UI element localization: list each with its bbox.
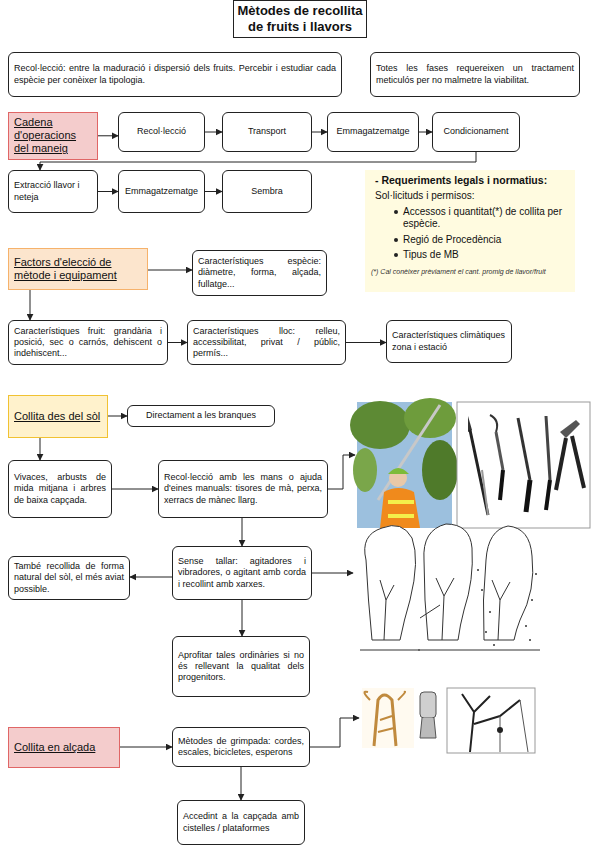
- connector-arrow: [30, 290, 31, 320]
- node-text: Collita des del sòl: [14, 410, 102, 423]
- requirements-panel: - Requeriments legals i normatius: Sol·li…: [365, 170, 575, 292]
- node-text: Recol·lecció amb les mans o ajuda d'eine…: [164, 472, 322, 506]
- node-text: Accedint a la capçada amb cistelles / pl…: [183, 811, 299, 834]
- process-box: Transport: [222, 112, 312, 152]
- node-text: Recol·lecció: entre la maduració i dispe…: [14, 63, 336, 86]
- node-text: Sol·licituds i permisos:: [375, 190, 569, 203]
- factor-box: Característiques climàtiques zona i esta…: [386, 320, 512, 363]
- process-box: Emmagatzematge: [118, 170, 205, 213]
- connector-arrow: [148, 270, 192, 271]
- node-text: Cadena d'operacions del maneig: [14, 116, 92, 156]
- connector-arrow: [40, 438, 41, 460]
- factor-box: Característiques espècie: diàmetre, form…: [192, 250, 327, 296]
- node-text: Factors d'elecció de mètode i equipament: [14, 256, 142, 282]
- connector-arrow: [312, 132, 327, 133]
- connector-arrow: [98, 191, 118, 192]
- node-text: Extracció llavor i neteja: [14, 180, 92, 203]
- section-heading: Collita en alçada: [8, 727, 120, 768]
- node-text: Collita en alçada: [14, 741, 114, 754]
- node-text: Sembra: [228, 186, 306, 197]
- method-box: Vivaces, arbusts de mida mitjana i arbre…: [8, 460, 112, 518]
- process-box: Sembra: [222, 170, 312, 213]
- node-text: Característiques fruit: grandària i posi…: [14, 326, 162, 360]
- connector-arrow: [108, 416, 127, 417]
- process-box: Recol·lecció: [118, 112, 205, 152]
- process-box: Emmagatzematge: [327, 112, 419, 152]
- method-box: Recol·lecció amb les mans o ajuda d'eine…: [158, 460, 328, 518]
- node-text: Característiques espècie: diàmetre, form…: [198, 256, 321, 290]
- diagram-title: Mètodes de recollita de fruits i llavors: [234, 3, 366, 34]
- node-text: Emmagatzematge: [333, 126, 413, 137]
- climbing-sketches: [362, 688, 535, 753]
- node-text: Directament a les branques: [133, 410, 269, 421]
- node-text: Transport: [228, 126, 306, 137]
- connector-arrow: [419, 132, 432, 133]
- node-text: Vivaces, arbusts de mida mitjana i arbre…: [14, 472, 106, 506]
- tree-sketches: [360, 524, 540, 650]
- note-box: Totes les fases requereixen un tractamen…: [370, 52, 580, 97]
- connector-arrow: [40, 152, 476, 170]
- node-text: Regió de Procedència: [403, 234, 569, 247]
- tools-photo: [457, 402, 590, 528]
- node-text: També recollida de forma natural del sòl…: [14, 561, 124, 595]
- node-text: Tipus de MB: [403, 249, 569, 262]
- node-text: - Requeriments legals i normatius:: [375, 174, 569, 187]
- node-text: Accessos i quantitat(*) de collita per e…: [403, 206, 569, 231]
- connector-arrow: [98, 135, 118, 136]
- factor-box: Característiques fruit: grandària i posi…: [8, 320, 168, 365]
- node-text: Condicionament: [438, 126, 514, 137]
- collector-photo: [350, 398, 458, 528]
- connector-arrow: [241, 767, 242, 800]
- method-box: També recollida de forma natural del sòl…: [8, 556, 130, 600]
- method-box: Sense tallar: agitadores i vibradores, o…: [172, 546, 312, 600]
- title-box: Mètodes de recollita de fruits i llavors: [233, 0, 367, 38]
- method-box: Directament a les branques: [127, 405, 275, 427]
- node-text: Característiques climàtiques zona i esta…: [392, 330, 506, 353]
- node-text: Totes les fases requereixen un tractamen…: [376, 63, 574, 86]
- connector-arrow: [168, 342, 187, 343]
- node-text: Mètodes de grimpada: cordes, escales, bi…: [178, 736, 304, 759]
- node-text: Característiques lloc: relleu, accessibi…: [193, 326, 340, 360]
- note-box: Recol·lecció: entre la maduració i dispe…: [8, 52, 342, 97]
- section-heading: Cadena d'operacions del maneig: [8, 112, 98, 160]
- section-heading: Factors d'elecció de mètode i equipament: [8, 248, 148, 290]
- connector-arrow: [205, 132, 222, 133]
- connector-arrow: [205, 191, 222, 192]
- connector-arrow: [242, 518, 243, 546]
- connector-arrow: [346, 342, 386, 343]
- process-box: Condicionament: [432, 112, 520, 152]
- node-text: Emmagatzematge: [124, 186, 199, 197]
- node-text: Recol·lecció: [124, 126, 199, 137]
- process-box: Extracció llavor i neteja: [8, 170, 98, 213]
- section-heading: Collita des del sòl: [8, 395, 108, 438]
- node-text: (*) Cal conèixer prèviament el cant. pro…: [371, 268, 569, 277]
- method-box: Accedint a la capçada amb cistelles / pl…: [177, 800, 305, 845]
- node-text: Aprofitar tales ordinàries si no és rell…: [178, 650, 304, 684]
- connector-arrow: [120, 747, 172, 748]
- factor-box: Característiques lloc: relleu, accessibi…: [187, 320, 346, 365]
- node-text: Sense tallar: agitadores i vibradores, o…: [178, 556, 306, 590]
- connector-arrow: [112, 489, 158, 490]
- method-box: Mètodes de grimpada: cordes, escales, bi…: [172, 727, 310, 767]
- connector-arrow: [242, 600, 243, 636]
- connector-arrow: [130, 577, 172, 578]
- method-box: Aprofitar tales ordinàries si no és rell…: [172, 636, 310, 697]
